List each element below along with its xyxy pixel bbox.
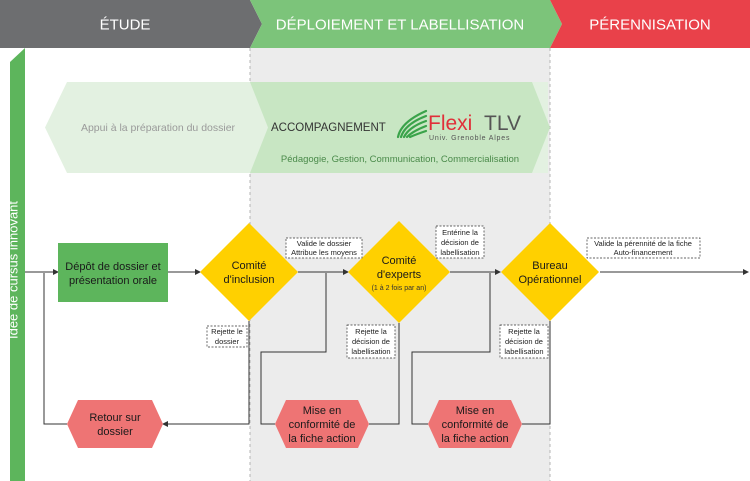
- phase-study-label: ÉTUDE: [100, 17, 151, 34]
- side-bar: [10, 48, 25, 481]
- decision-experts: Comité d'experts (1 à 2 fois par an): [348, 221, 450, 323]
- compliance-1-line-2: conformité de: [289, 419, 356, 431]
- note-reject-label-1-line-1: Rejette la: [355, 327, 388, 336]
- support-domains: Pédagogie, Gestion, Communication, Comme…: [281, 154, 519, 165]
- deposit-line-2: présentation orale: [69, 275, 157, 287]
- bureau-line-2: Opérationnel: [519, 274, 582, 286]
- note-reject-file-line-2: dossier: [215, 337, 240, 346]
- phase-study: [0, 0, 262, 48]
- logo-flexi: Flexi: [428, 112, 472, 135]
- note-reject-file-line-1: Rejette le: [211, 327, 243, 336]
- phase-deploy: [250, 0, 562, 48]
- return-line-1: Retour sur: [89, 412, 141, 424]
- experts-line-1: Comité: [382, 255, 417, 267]
- experts-line-2: d'experts: [377, 269, 422, 281]
- support-accompaniment: ACCOMPAGNEMENT: [271, 122, 386, 134]
- deposit-line-1: Dépôt de dossier et: [65, 261, 160, 273]
- decision-inclusion: Comité d'inclusion: [200, 223, 298, 321]
- note-reject-label-1: Rejette la décision de labellisation: [346, 324, 396, 359]
- phase-deploy-label: DÉPLOIEMENT ET LABELLISATION: [276, 17, 524, 34]
- note-endorse-line-1: Entérine la: [442, 228, 479, 237]
- compliance-box-2: Mise en conformité de la fiche action: [428, 400, 522, 448]
- side-label: Idée de cursus innovant: [6, 201, 21, 339]
- compliance-1-line-3: la fiche action: [288, 433, 355, 445]
- compliance-2-line-3: la fiche action: [441, 433, 508, 445]
- note-endorse: Entérine la décision de labellisation: [435, 225, 485, 259]
- inclusion-line-1: Comité: [232, 260, 267, 272]
- deposit-box: Dépôt de dossier et présentation orale: [58, 243, 168, 302]
- note-validate-line-2: Attribue les moyens: [291, 248, 357, 257]
- note-reject-label-1-line-3: labellisation: [351, 347, 390, 356]
- logo-tlv: TLV: [484, 112, 521, 135]
- phase-perennial-label: PÉRENNISATION: [589, 17, 710, 34]
- note-perennial: Valide la pérennité de la fiche Auto-fin…: [586, 237, 701, 259]
- note-validate: Valide le dossier Attribue les moyens: [285, 237, 363, 259]
- flexi-tlv-logo: Flexi TLV Univ. Grenoble Alpes: [396, 109, 521, 142]
- note-reject-label-2: Rejette la décision de labellisation: [499, 324, 549, 359]
- note-reject-label-1-line-2: décision de: [352, 337, 390, 346]
- note-validate-line-1: Valide le dossier: [297, 239, 352, 248]
- note-reject-label-2-line-2: décision de: [505, 337, 543, 346]
- phase-perennial: [550, 0, 750, 48]
- return-box: Retour sur dossier: [67, 400, 163, 448]
- note-perennial-line-2: Auto-financement: [614, 248, 674, 257]
- experts-note: (1 à 2 fois par an): [372, 285, 427, 292]
- flow-lines: [25, 269, 749, 427]
- note-endorse-line-2: décision de: [441, 238, 479, 247]
- note-reject-file: Rejette le dossier: [206, 325, 248, 348]
- note-reject-label-2-line-3: labellisation: [504, 347, 543, 356]
- support-arrow: [250, 82, 550, 173]
- support-preparation: Appui à la préparation du dossier: [81, 122, 236, 134]
- compliance-2-line-2: conformité de: [442, 419, 509, 431]
- compliance-1-line-1: Mise en: [303, 405, 342, 417]
- note-perennial-line-1: Valide la pérennité de la fiche: [594, 239, 692, 248]
- phase-header: ÉTUDE DÉPLOIEMENT ET LABELLISATION PÉREN…: [0, 0, 750, 48]
- decision-bureau: Bureau Opérationnel: [501, 223, 599, 321]
- note-reject-label-2-line-1: Rejette la: [508, 327, 541, 336]
- compliance-2-line-1: Mise en: [456, 405, 495, 417]
- return-line-2: dossier: [97, 426, 133, 438]
- inclusion-line-2: d'inclusion: [223, 274, 274, 286]
- logo-subtitle: Univ. Grenoble Alpes: [429, 135, 510, 142]
- note-endorse-line-3: labellisation: [440, 248, 479, 257]
- compliance-box-1: Mise en conformité de la fiche action: [275, 400, 369, 448]
- bureau-line-1: Bureau: [532, 260, 567, 272]
- fan-icon: [396, 109, 428, 139]
